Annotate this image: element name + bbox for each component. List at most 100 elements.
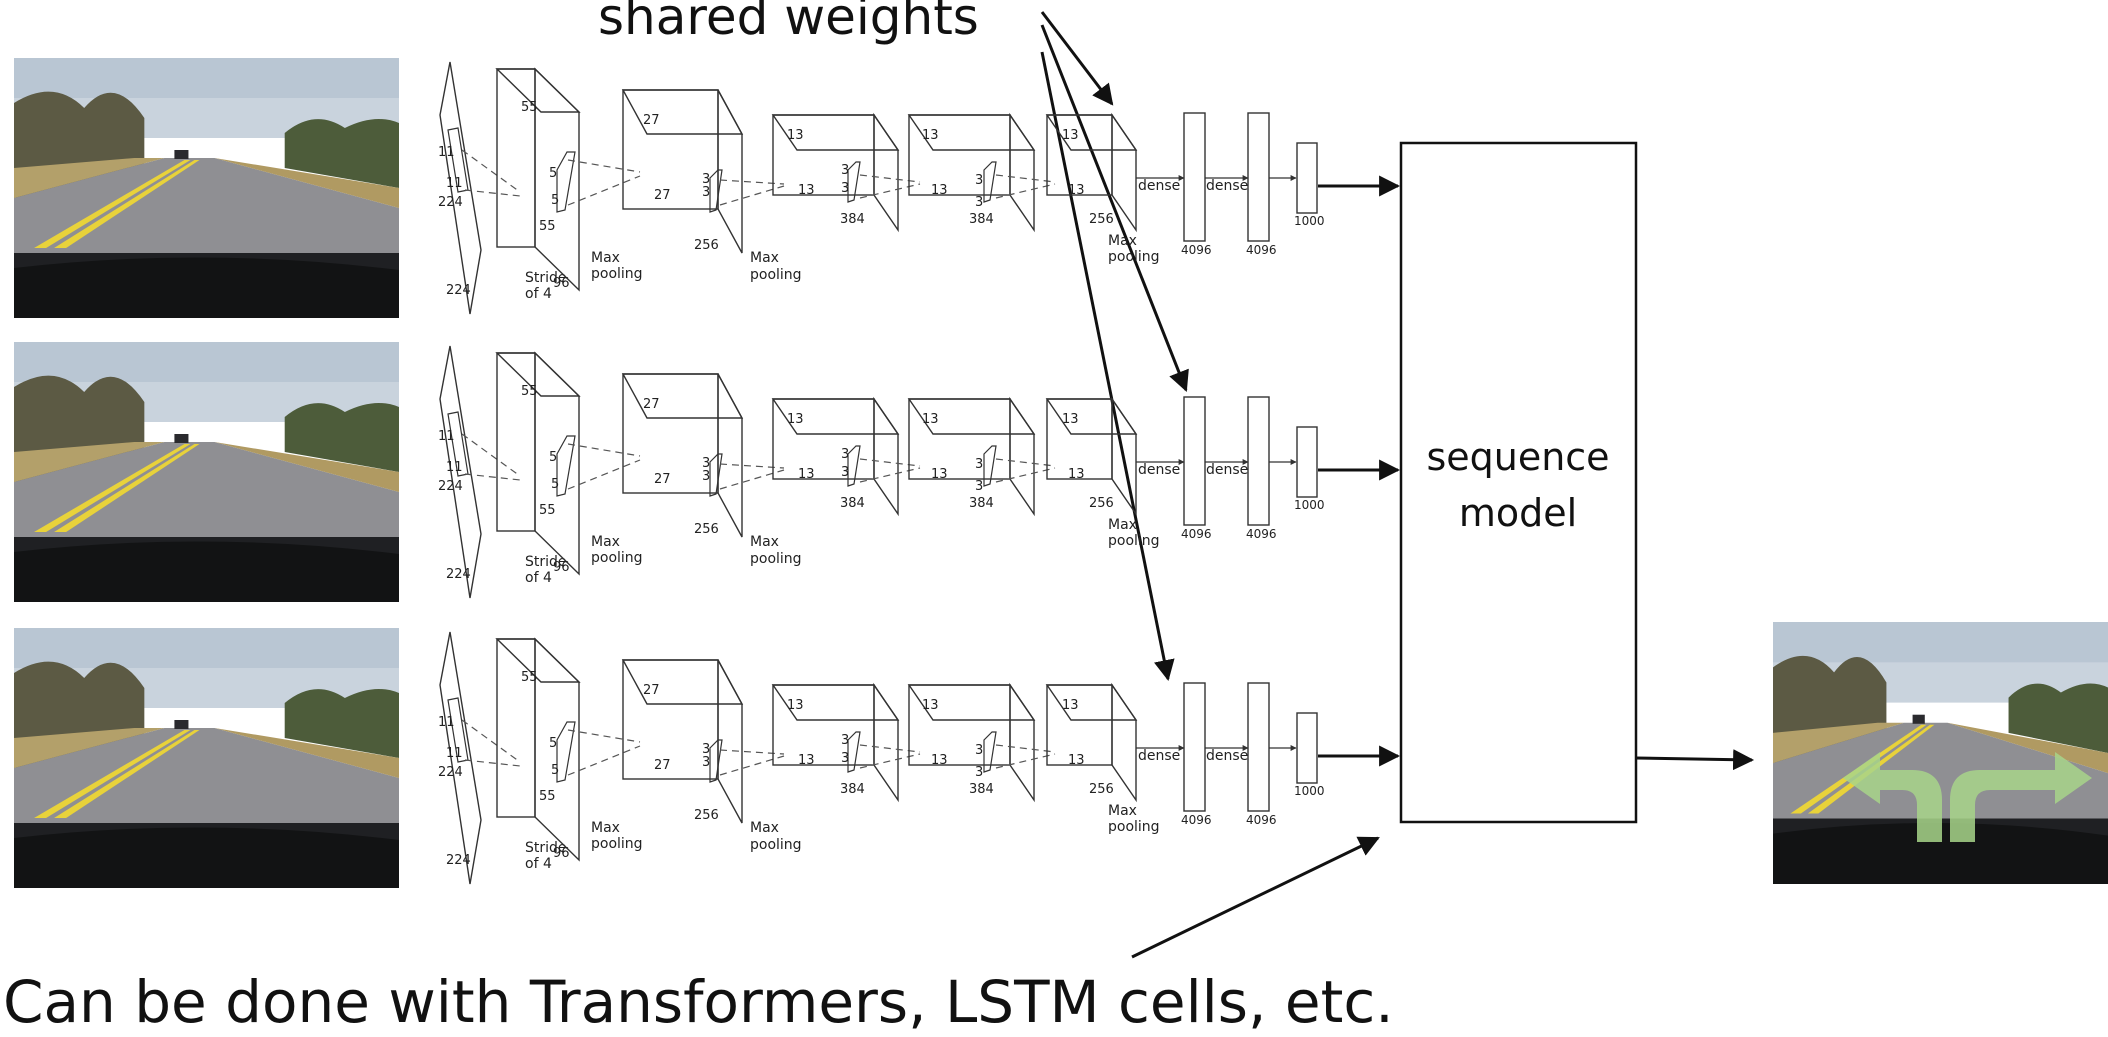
dense-layer-1	[1183, 112, 1206, 242]
conv4-kernel	[983, 161, 997, 203]
conv2-block-top	[621, 89, 744, 135]
pooling-label: Max	[591, 534, 620, 550]
kernel-label: 3	[841, 465, 849, 480]
conv-link	[995, 744, 1056, 753]
conv1-label: 5	[549, 166, 557, 181]
conv5-block-side	[1111, 682, 1137, 803]
kernel-label: 3	[702, 172, 710, 187]
sequence-model-label-line1: sequence	[1426, 435, 1609, 479]
pooling-label: Max	[1108, 233, 1137, 249]
input-size-label: 224	[446, 283, 471, 298]
dense-label: dense	[1206, 178, 1248, 194]
kernel-label: 3	[841, 751, 849, 766]
input-size-label: 224	[446, 567, 471, 582]
conv3-label: 13	[798, 467, 815, 482]
conv-link	[859, 467, 921, 483]
conv1-label: 5	[551, 477, 559, 492]
dense-size-label: 4096	[1246, 527, 1277, 541]
stride-label: Stride	[525, 840, 567, 856]
conv-link	[859, 458, 921, 467]
input-size-label: 224	[438, 195, 463, 210]
conv-link	[995, 467, 1056, 483]
conv5-block-top	[1045, 398, 1138, 435]
stride-label: of 4	[525, 856, 552, 872]
conv-link	[995, 183, 1056, 199]
output-layer	[1296, 142, 1318, 214]
kernel-label: 3	[841, 733, 849, 748]
input-size-label: 11	[446, 460, 463, 475]
dense-size-label: 1000	[1294, 784, 1325, 798]
conv1-label: 96	[553, 846, 570, 861]
conv2-label: 27	[654, 472, 671, 487]
conv-link	[859, 753, 921, 769]
stride-label: Stride	[525, 270, 567, 286]
kernel-label: 3	[702, 456, 710, 471]
pooling-label: pooling	[1108, 819, 1160, 835]
output-frame	[1773, 622, 2108, 884]
conv4-block-side	[1009, 112, 1035, 233]
shared-weights-arrow-middle	[1040, 24, 1189, 392]
conv3-label: 13	[787, 412, 804, 427]
conv2-label: 256	[694, 808, 719, 823]
kernel-label: 3	[841, 447, 849, 462]
conv3-block-side	[873, 682, 899, 803]
kernel-label: 3	[975, 743, 983, 758]
output-layer	[1296, 712, 1318, 784]
conv1-label: 55	[539, 789, 556, 804]
conv-link	[859, 183, 921, 199]
input-size-label: 224	[438, 479, 463, 494]
conv-link	[859, 744, 921, 753]
conv4-block-front	[908, 114, 1011, 196]
pooling-label: Max	[1108, 517, 1137, 533]
pooling-label: Max	[591, 250, 620, 266]
dense-size-label: 4096	[1181, 527, 1212, 541]
stride-label: Stride	[525, 554, 567, 570]
input-frame-1	[14, 58, 399, 318]
pooling-label: pooling	[591, 550, 643, 566]
conv1-label: 55	[521, 670, 538, 685]
conv1-label: 96	[553, 560, 570, 575]
dense-label: dense	[1138, 748, 1180, 764]
kernel-label: 3	[841, 181, 849, 196]
pooling-label: Max	[750, 534, 779, 550]
conv5-label: 13	[1062, 128, 1079, 143]
kernel-label: 3	[702, 742, 710, 757]
road-camera-frame	[14, 342, 399, 602]
dense-layer-1	[1183, 396, 1206, 526]
stride-label: of 4	[525, 286, 552, 302]
conv4-kernel	[983, 731, 997, 773]
conv3-kernel	[847, 445, 861, 487]
conv3-block-front	[772, 398, 875, 480]
pooling-label: pooling	[750, 837, 802, 853]
input-frame-2	[14, 342, 399, 602]
conv2-block-side	[717, 89, 743, 254]
conv1-label: 96	[553, 276, 570, 291]
conv2-block-top	[621, 373, 744, 419]
conv1-label: 55	[521, 384, 538, 399]
shared-weights-heading: shared weights	[598, 0, 979, 46]
input-frame-3	[14, 628, 399, 888]
conv1-kernel	[556, 721, 576, 783]
kernel-label: 3	[702, 469, 710, 484]
conv4-block-side	[1009, 396, 1035, 517]
conv-link	[859, 174, 921, 183]
conv2-label: 27	[654, 758, 671, 773]
pooling-label: pooling	[1108, 249, 1160, 265]
pooling-label: pooling	[591, 836, 643, 852]
conv3-label: 13	[798, 183, 815, 198]
conv4-label: 13	[922, 128, 939, 143]
dense-layer-2	[1247, 112, 1270, 242]
conv4-label: 13	[931, 183, 948, 198]
input-size-label: 11	[438, 429, 455, 444]
conv1-label: 5	[551, 193, 559, 208]
conv3-label: 384	[840, 782, 865, 797]
conv1-block-front	[496, 638, 536, 818]
input-size-label: 224	[438, 765, 463, 780]
pooling-label: Max	[1108, 803, 1137, 819]
dense-label: dense	[1138, 462, 1180, 478]
conv2-label: 256	[694, 522, 719, 537]
conv-link	[567, 159, 641, 173]
conv-link	[719, 179, 785, 185]
